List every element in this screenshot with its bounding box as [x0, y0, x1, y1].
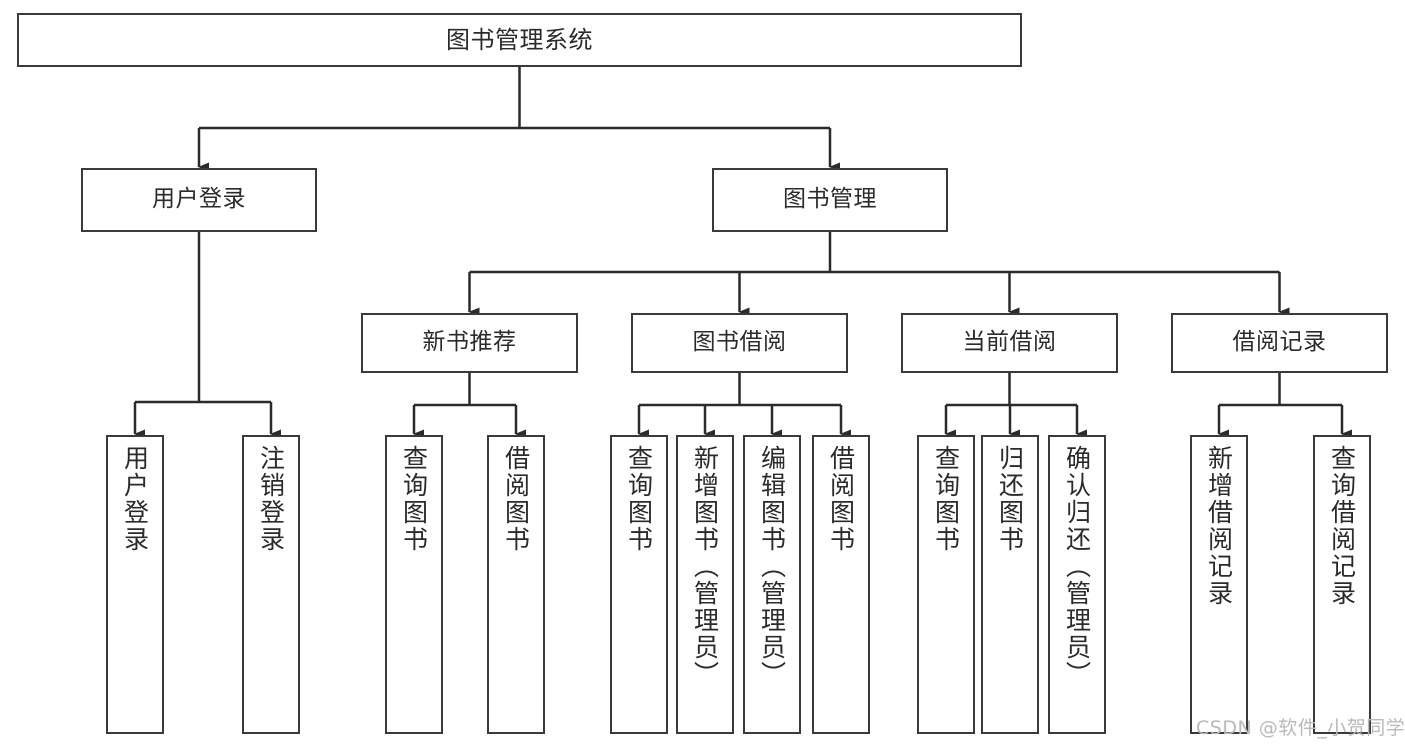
node-leaf-cur-confirm[interactable]: 确认归还（管理员）	[1048, 435, 1106, 734]
node-current-borrow[interactable]: 当前借阅	[901, 313, 1118, 373]
node-label-leaf-user-login: 用户登录	[120, 445, 150, 553]
watermark-text: CSDN @软件_小贺同学	[1196, 717, 1405, 739]
node-leaf-borrow-edit[interactable]: 编辑图书（管理员）	[743, 435, 801, 734]
node-label-leaf-borrow-lend: 借阅图书	[826, 445, 856, 553]
node-label-leaf-borrow-query: 查询图书	[624, 445, 654, 553]
node-user-login[interactable]: 用户登录	[81, 168, 317, 232]
node-book-manage[interactable]: 图书管理	[712, 168, 948, 232]
node-leaf-rec-query2[interactable]: 查询借阅记录	[1313, 435, 1371, 734]
node-label-leaf-cur-confirm: 确认归还（管理员）	[1062, 445, 1092, 688]
node-label-book-manage: 图书管理	[783, 186, 877, 213]
node-leaf-borrow-lend[interactable]: 借阅图书	[812, 435, 870, 734]
node-root[interactable]: 图书管理系统	[17, 13, 1022, 67]
node-leaf-user-logout[interactable]: 注销登录	[242, 435, 300, 734]
node-leaf-rec-add[interactable]: 新增借阅记录	[1190, 435, 1248, 734]
node-label-leaf-rec-add: 新增借阅记录	[1204, 445, 1234, 607]
node-label-leaf-user-logout: 注销登录	[256, 445, 286, 553]
node-leaf-borrow-query[interactable]: 查询图书	[610, 435, 668, 734]
node-label-book-borrow: 图书借阅	[692, 329, 787, 356]
node-leaf-cur-return[interactable]: 归还图书	[981, 435, 1039, 734]
node-new-book-rec[interactable]: 新书推荐	[361, 313, 578, 373]
node-leaf-cur-query[interactable]: 查询图书	[917, 435, 975, 734]
node-label-leaf-rec-borrow: 借阅图书	[501, 445, 531, 553]
node-leaf-rec-query[interactable]: 查询图书	[385, 435, 443, 734]
node-label-leaf-borrow-edit: 编辑图书（管理员）	[757, 445, 787, 688]
edge-group	[133, 67, 1352, 439]
node-leaf-rec-borrow[interactable]: 借阅图书	[487, 435, 545, 734]
node-label-leaf-cur-return: 归还图书	[995, 445, 1025, 553]
node-label-leaf-cur-query: 查询图书	[931, 445, 961, 553]
node-label-user-login: 用户登录	[152, 186, 246, 213]
node-label-borrow-record: 借阅记录	[1232, 329, 1327, 356]
node-label-current-borrow: 当前借阅	[962, 329, 1057, 356]
node-label-root: 图书管理系统	[446, 25, 593, 54]
node-label-leaf-rec-query: 查询图书	[399, 445, 429, 553]
node-book-borrow[interactable]: 图书借阅	[631, 313, 848, 373]
node-label-leaf-borrow-add: 新增图书（管理员）	[690, 445, 720, 688]
node-label-leaf-rec-query2: 查询借阅记录	[1327, 445, 1357, 607]
node-leaf-borrow-add[interactable]: 新增图书（管理员）	[676, 435, 734, 734]
node-borrow-record[interactable]: 借阅记录	[1171, 313, 1388, 373]
node-leaf-user-login[interactable]: 用户登录	[106, 435, 164, 734]
node-label-new-book-rec: 新书推荐	[422, 329, 517, 356]
